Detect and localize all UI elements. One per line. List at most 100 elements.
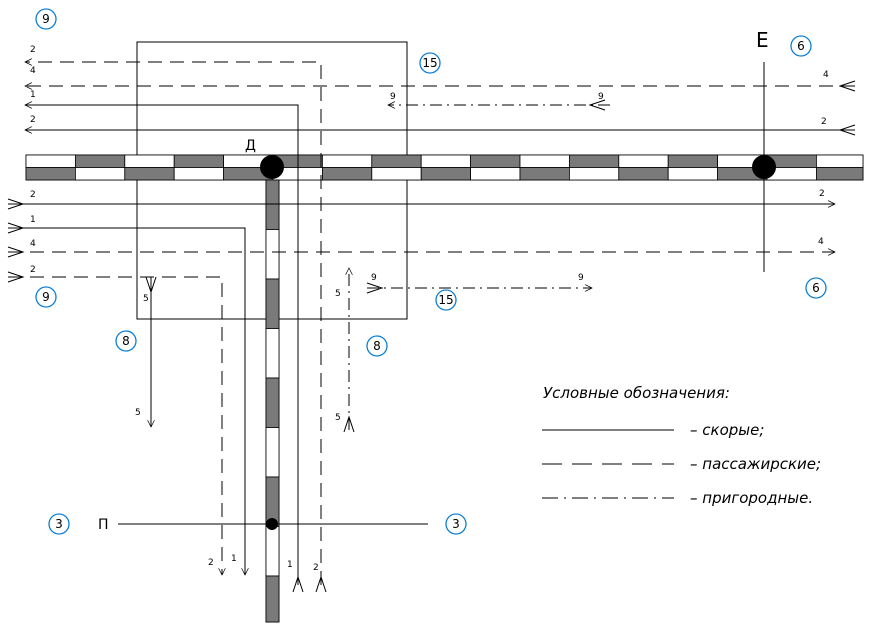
rail-seg-v <box>265 526 280 577</box>
arrow-start-9 <box>366 282 384 294</box>
rail-seg-top <box>470 154 521 168</box>
marker-3-right: 3 <box>445 513 467 535</box>
num-4-top: 4 <box>30 66 36 76</box>
svg-text:8: 8 <box>122 334 130 348</box>
arrow-start-1 <box>7 222 25 234</box>
rail-seg-v <box>265 575 280 623</box>
num-1-lower: 1 <box>30 215 36 225</box>
svg-text:9: 9 <box>42 12 50 26</box>
node-label-e: Е <box>756 28 769 52</box>
num-1-top: 1 <box>30 90 36 100</box>
rail-seg-v <box>265 328 280 379</box>
num-2-bottom-b: 2 <box>313 563 319 573</box>
marker-6-bottom: 6 <box>805 277 827 299</box>
rail-seg-top <box>420 154 472 168</box>
marker-8-right: 8 <box>366 335 388 357</box>
svg-text:9: 9 <box>42 290 50 304</box>
rail-seg-top <box>371 154 422 168</box>
num-2-right: 2 <box>821 117 827 127</box>
rail-seg-bottom <box>124 167 175 181</box>
rail-seg-v <box>265 427 280 478</box>
rail-seg-top <box>816 154 864 168</box>
arrow-start-5 <box>145 276 157 294</box>
num-4-lower-right: 4 <box>818 237 824 247</box>
num-1-bottom-b: 1 <box>287 560 293 570</box>
arrow-start-4 <box>7 246 25 258</box>
svg-text:3: 3 <box>55 517 63 531</box>
rail-seg-v <box>265 179 280 230</box>
flow-2-lower-passenger <box>8 276 222 575</box>
svg-text:6: 6 <box>797 39 805 53</box>
rail-seg-bottom <box>173 167 224 181</box>
num-5-d: 5 <box>335 413 341 423</box>
arrow-start-2-bottom <box>315 575 327 593</box>
svg-text:3: 3 <box>452 517 460 531</box>
rail-seg-bottom <box>420 167 472 181</box>
rail-seg-bottom <box>519 167 570 181</box>
num-2-lower-right: 2 <box>819 189 825 199</box>
num-9-lowright: 9 <box>578 273 584 283</box>
svg-text:15: 15 <box>438 293 453 307</box>
arrow-start-2b <box>7 271 25 283</box>
flow-1-lower-express <box>8 227 245 575</box>
marker-6-top: 6 <box>790 35 812 57</box>
rail-seg-top <box>25 154 76 168</box>
num-2-mid: 2 <box>30 115 36 125</box>
rail-seg-v <box>265 229 280 280</box>
rail-seg-top <box>173 154 224 168</box>
rail-seg-bottom <box>75 167 126 181</box>
num-2-lower: 2 <box>30 190 36 200</box>
marker-9-bottom: 9 <box>35 286 57 308</box>
rail-seg-bottom <box>470 167 521 181</box>
flow-1-upper-express <box>25 105 299 585</box>
station-node-d <box>260 155 284 179</box>
svg-text:8: 8 <box>373 339 381 353</box>
rail-seg-bottom <box>25 167 76 181</box>
num-4-right: 4 <box>823 70 829 80</box>
rail-seg-bottom <box>816 167 864 181</box>
rail-seg-top <box>124 154 175 168</box>
rail-seg-bottom <box>371 167 422 181</box>
rail-seg-v <box>265 377 280 428</box>
arrow-tail-4 <box>838 80 856 92</box>
rail-seg-top <box>75 154 126 168</box>
rail-seg-top <box>569 154 620 168</box>
num-9-upleft: 9 <box>390 92 396 102</box>
num-4-lower: 4 <box>30 239 36 249</box>
rail-seg-v <box>265 278 280 329</box>
rail-seg-bottom <box>569 167 620 181</box>
horizontal-railway <box>25 154 864 181</box>
marker-9-top: 9 <box>35 8 57 30</box>
rail-seg-top <box>667 154 719 168</box>
marker-3-left: 3 <box>48 513 70 535</box>
legend: Условные обозначения: – скорые; – пассаж… <box>542 384 821 507</box>
rail-seg-top <box>321 154 373 168</box>
num-5-a: 5 <box>143 294 149 304</box>
rail-seg-top <box>618 154 669 168</box>
rail-seg-bottom <box>618 167 669 181</box>
num-9-lowleft: 9 <box>371 273 377 283</box>
arrow-tail-2 <box>838 124 856 136</box>
num-2-top: 2 <box>30 45 36 55</box>
marker-15-bottom: 15 <box>435 289 457 311</box>
num-2-lower-b: 2 <box>30 265 36 275</box>
node-label-p: П <box>98 517 109 533</box>
vertical-railway <box>265 179 280 623</box>
num-2-bottom-a: 2 <box>208 558 214 568</box>
rail-seg-bottom <box>321 167 373 181</box>
num-1-bottom-a: 1 <box>231 554 237 564</box>
legend-express: – скорые; <box>690 421 764 439</box>
num-5-b: 5 <box>135 408 141 418</box>
num-5-c: 5 <box>335 289 341 299</box>
arrow-start-2 <box>7 198 25 210</box>
arrow-start-5-up <box>343 415 355 433</box>
marker-8-left: 8 <box>115 330 137 352</box>
node-label-d: Д <box>245 138 256 154</box>
arrow-start-1-bottom <box>292 575 304 593</box>
svg-text:6: 6 <box>812 281 820 295</box>
rail-seg-bottom <box>667 167 719 181</box>
svg-text:15: 15 <box>422 56 437 70</box>
rail-seg-top <box>519 154 570 168</box>
arrow-start-9-up <box>588 99 606 111</box>
